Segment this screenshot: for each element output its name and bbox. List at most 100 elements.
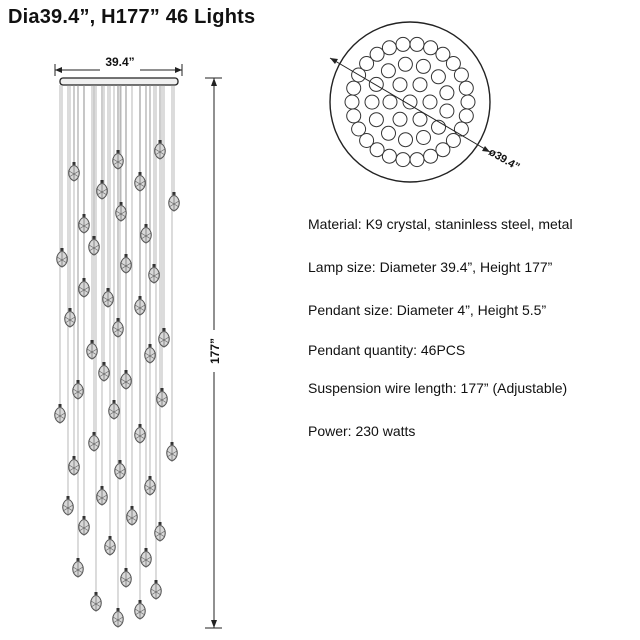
crystal-pendants (54, 140, 180, 628)
crystal-pendant (78, 278, 90, 298)
spec-line: Suspension wire length: 177” (Adjustable… (308, 380, 567, 396)
top-view-pendant-circle (368, 76, 384, 92)
top-view-pendant-circle (398, 132, 413, 148)
spec-line: Power: 230 watts (308, 423, 415, 439)
top-view-pendant-circle (416, 130, 431, 145)
top-view-pendant-circle (346, 80, 362, 96)
top-view-pendant-circle (369, 142, 385, 158)
crystal-pendant (88, 432, 100, 452)
crystal-pendant (168, 192, 180, 212)
top-view-pendant-circle (423, 40, 439, 56)
top-view-pendant-circle (395, 152, 411, 168)
top-view-pendant-circle (435, 46, 451, 62)
crystal-pendant (54, 404, 66, 424)
crystal-pendant (154, 140, 166, 160)
crystal-pendant (140, 548, 152, 568)
crystal-pendant (86, 340, 98, 360)
crystal-pendant (104, 536, 116, 556)
crystal-pendant (150, 580, 162, 600)
top-view-pendant-circle (395, 36, 411, 52)
top-view-pendant-circle (460, 94, 476, 110)
top-view-pendant-circle (380, 63, 396, 79)
spec-label: Material: (308, 216, 366, 232)
top-view-pendant-circle (412, 77, 428, 93)
crystal-pendant (115, 202, 127, 222)
crystal-pendant (72, 558, 84, 578)
top-view-pendant-circles (344, 36, 476, 168)
crystal-pendant (134, 600, 146, 620)
top-view-pendant-circle (453, 67, 469, 83)
crystal-pendant (78, 516, 90, 536)
crystal-pendant (72, 380, 84, 400)
height-label: 177” (208, 338, 222, 364)
spec-line: Material: K9 crystal, staninless steel, … (308, 216, 573, 232)
spec-value: K9 crystal, staninless steel, metal (365, 216, 573, 232)
top-view-pendant-circle (409, 152, 425, 168)
crystal-pendant (112, 150, 124, 170)
spec-label: Power: (308, 423, 356, 439)
top-view-pendant-circle (392, 77, 408, 93)
height-dimension: 177” (205, 77, 222, 629)
top-view-pendant-circle (381, 148, 397, 164)
crystal-pendant (108, 400, 120, 420)
spec-value: Diameter 4”, Height 5.5” (396, 302, 547, 318)
crystal-pendant (88, 236, 100, 256)
crystal-pendant (156, 388, 168, 408)
crystal-pendant (114, 460, 126, 480)
top-view-pendant-circle (412, 111, 428, 127)
top-view-pendant-circle (381, 125, 396, 141)
crystal-pendant (166, 442, 178, 462)
top-view-pendant-circle (368, 112, 384, 128)
top-view-pendant-circle (344, 94, 360, 110)
crystal-pendant (144, 344, 156, 364)
spec-value: 46PCS (420, 342, 466, 358)
crystal-pendant (98, 362, 110, 382)
crystal-pendant (140, 224, 152, 244)
top-view-pendant-circle (423, 148, 439, 164)
top-view-pendant-circle (453, 121, 469, 137)
top-view-pendant-circle (415, 58, 431, 74)
width-label: 39.4” (105, 55, 134, 69)
top-view-pendant-circle (430, 69, 446, 85)
ceiling-canopy (59, 77, 179, 86)
crystal-pendant (120, 254, 132, 274)
crystal-pendant (96, 486, 108, 506)
top-view-pendant-circle (359, 133, 375, 148)
top-view-pendant-circle (439, 85, 455, 101)
crystal-pendant (134, 424, 146, 444)
top-view-pendant-circle (382, 94, 398, 110)
top-view-pendant-circle (392, 111, 408, 127)
crystal-pendant (154, 522, 166, 542)
top-view-pendant-circle (346, 108, 362, 124)
spec-value: 230 watts (355, 423, 416, 439)
crystal-pendant (158, 328, 170, 348)
spec-label: Pendant quantity: (308, 342, 421, 358)
crystal-pendant (112, 608, 124, 628)
crystal-pendant (64, 308, 76, 328)
top-view-pendant-circle (397, 56, 413, 72)
crystal-pendant (90, 592, 102, 612)
crystal-pendant (120, 568, 132, 588)
top-view-pendant-circle (359, 56, 375, 71)
crystal-pendant (78, 214, 90, 234)
top-view-pendant-circle (364, 94, 380, 110)
crystal-pendant (134, 296, 146, 316)
top-view: ø39.4” (329, 21, 522, 183)
top-view-pendant-circle (458, 80, 474, 96)
crystal-pendant (112, 318, 124, 338)
spec-label: Pendant size: (308, 302, 397, 318)
spec-line: Lamp size: Diameter 39.4”, Height 177” (308, 259, 552, 275)
top-view-pendant-circle (369, 46, 385, 62)
top-view-pendant-circle (445, 56, 461, 71)
top-view-pendant-circle (435, 142, 451, 158)
top-view-pendant-circle (445, 133, 461, 148)
top-view-pendant-circle (351, 121, 367, 137)
crystal-pendant (68, 456, 80, 476)
spec-line: Pendant size: Diameter 4”, Height 5.5” (308, 302, 546, 318)
spec-value: Diameter 39.4”, Height 177” (379, 259, 553, 275)
diameter-line (329, 57, 491, 153)
diameter-label: ø39.4” (487, 146, 522, 173)
crystal-pendant (148, 264, 160, 284)
spec-line: Pendant quantity: 46PCS (308, 342, 465, 358)
